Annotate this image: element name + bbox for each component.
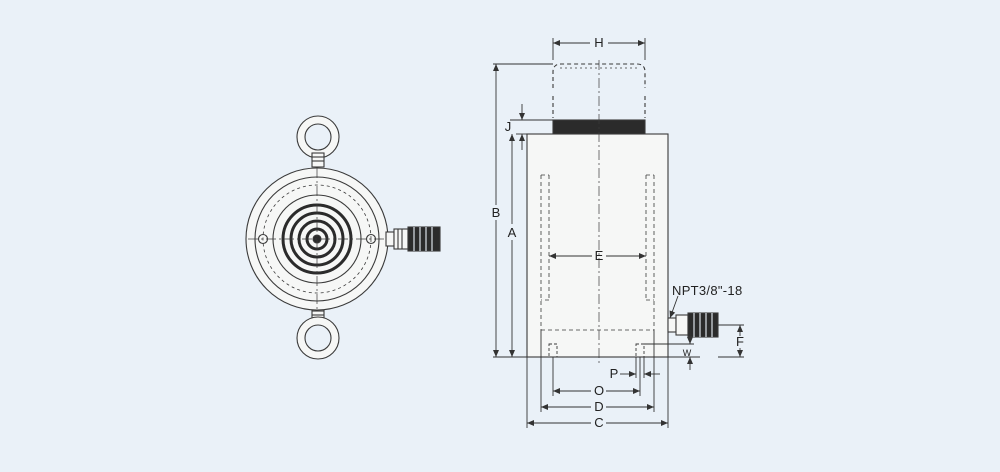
dim-label-f: F xyxy=(736,334,744,349)
hydraulic-coupler-top-view xyxy=(385,226,441,252)
port-thread-note: NPT3/8"-18 xyxy=(672,283,742,298)
dim-label-p: P xyxy=(610,366,619,381)
dim-label-j: J xyxy=(505,119,512,134)
eye-bolt-top xyxy=(296,115,340,168)
dim-label-c: C xyxy=(594,415,603,430)
dim-label-a: A xyxy=(508,225,517,240)
dim-label-e: E xyxy=(595,248,604,263)
dim-label-o: O xyxy=(594,383,604,398)
eye-bolt-bottom xyxy=(296,306,340,360)
side-view xyxy=(526,60,719,365)
dim-label-b: B xyxy=(492,205,501,220)
cylinder-body xyxy=(526,133,669,358)
dim-label-h: H xyxy=(594,35,603,50)
top-view xyxy=(245,115,441,360)
hydraulic-coupler-side-view xyxy=(667,312,719,338)
dim-label-w: W xyxy=(683,348,692,358)
dim-label-d: D xyxy=(594,399,603,414)
